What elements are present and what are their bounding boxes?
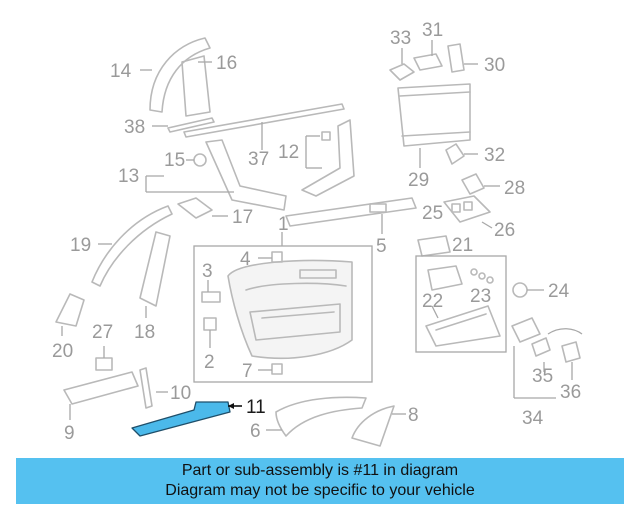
banner-line-disclaimer: Diagram may not be specific to your vehi… [165,482,475,499]
part-16-pillar-inner [181,55,211,117]
part-22-handle-trim [425,305,501,347]
callout-4: 4 [240,249,251,270]
part-33-bracket [389,63,415,81]
part-25-pull-cup [417,235,451,257]
part-17-bracket [177,197,213,219]
callout-34: 34 [522,408,544,429]
callout-2: 2 [204,352,215,373]
callout-19: 19 [70,235,91,256]
part-3-clip [201,291,221,303]
part-31-holder [413,53,443,71]
part-13-pillar-lower [205,139,287,211]
info-banner: Part or sub-assembly is #11 in diagram D… [16,458,624,504]
part-9-sill-trim [63,371,139,405]
callout-8: 8 [408,405,419,426]
callout-22: 22 [422,291,443,312]
part-32-clip [445,143,465,165]
callout-14: 14 [110,61,132,82]
callout-24: 24 [548,281,570,302]
part-21-switch-bezel [427,265,463,291]
part-24-grommet [512,282,528,298]
callout-10: 10 [170,383,191,404]
part-38-strip [167,117,215,133]
callout-31: 31 [422,20,443,41]
part-28-cover [461,173,485,195]
part-34-actuator [511,317,541,343]
callout-32: 32 [484,145,505,166]
banner-line-part-number: Part or sub-assembly is #11 in diagram [181,462,459,479]
callout-7: 7 [242,361,253,382]
callout-1: 1 [278,214,289,235]
part-36-connector [561,341,581,363]
part-7-clip [271,363,283,375]
callout-11: 11 [246,397,266,418]
part-19-pillar-trim [91,205,173,287]
part-15-clip [193,153,207,167]
callout-20: 20 [52,341,73,362]
part-18-pillar-lower [139,231,171,307]
callout-38: 38 [124,117,145,138]
callout-35: 35 [532,366,553,387]
part-10-trim [139,367,153,409]
part-14-pillar-trim [149,37,211,113]
callout-37: 37 [248,149,269,170]
part-12-clip [321,131,331,141]
callout-36: 36 [560,382,581,403]
callout-5: 5 [376,236,387,257]
part-26-window-switch [443,195,491,223]
part-8-panel [351,405,395,447]
exploded-parts-diagram: 14 16 38 37 15 13 12 33 31 30 32 29 28 2… [52,20,583,447]
callout-12: 12 [278,142,299,163]
part-6-speaker-cover [275,396,367,437]
part-37-belt-strip [183,103,345,138]
callout-29: 29 [408,170,429,191]
callout-18: 18 [134,322,155,343]
callout-21: 21 [452,235,473,256]
callout-6: 6 [250,421,261,442]
callout-25: 25 [422,203,443,224]
part-12-pillar-trim [301,119,355,197]
callout-26: 26 [494,220,515,241]
callout-13: 13 [118,166,139,187]
callout-33: 33 [390,28,411,49]
callout-15: 15 [164,150,185,171]
part-4-clip [271,251,283,263]
callout-9: 9 [64,423,75,444]
part-5-trim-strip [285,197,417,227]
callout-3: 3 [202,261,213,282]
trim-group-box-21 [415,255,507,353]
callout-30: 30 [484,55,505,76]
part-11-highlighted-trim [131,401,231,437]
callout-17: 17 [232,207,253,228]
callout-23: 23 [470,286,491,307]
callout-27: 27 [92,322,113,343]
part-35-clip [531,337,551,357]
part-29-sunshade [397,83,471,147]
part-1-door-trim-panel [227,259,353,360]
part-2-bolt [203,317,217,331]
door-panel-group-box [193,245,373,383]
callout-16: 16 [216,53,237,74]
part-20-cap [55,293,85,327]
callout-28: 28 [504,178,525,199]
part-30-hook [447,43,465,73]
part-27-clip [95,357,113,371]
